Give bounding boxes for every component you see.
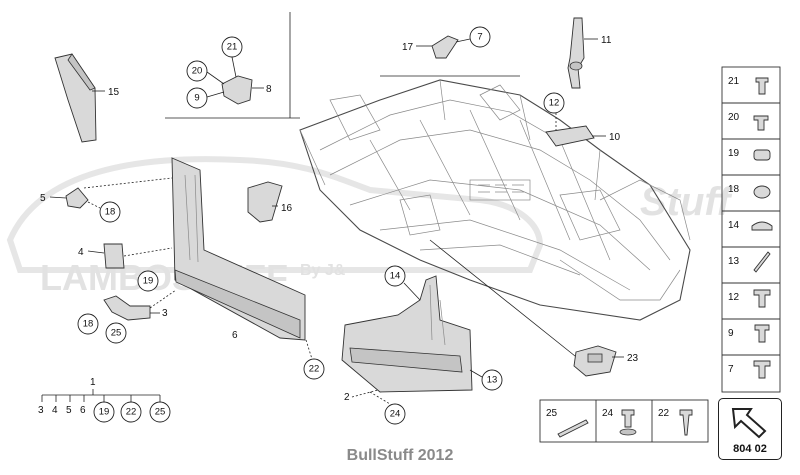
callout-17: 17 <box>402 42 414 53</box>
footer-credit: BullStuff 2012 <box>346 447 454 464</box>
group1-item-4: 4 <box>52 405 58 416</box>
legend-18: 18 <box>728 184 740 195</box>
legend-20: 20 <box>728 112 740 123</box>
fastener-18-icon <box>753 185 771 199</box>
callout-10: 10 <box>609 132 621 143</box>
callout-21: 21 <box>227 42 238 53</box>
callout-4: 4 <box>78 247 84 258</box>
callout-24: 24 <box>390 409 401 420</box>
callout-22: 22 <box>309 364 320 375</box>
fastener-21-icon <box>755 77 769 95</box>
legend-24: 24 <box>602 408 614 419</box>
callout-16: 16 <box>281 203 293 214</box>
fastener-20-icon <box>753 115 769 131</box>
stud-24-icon <box>621 409 635 428</box>
part-5 <box>65 187 89 209</box>
callout-9: 9 <box>194 93 199 104</box>
callout-11: 11 <box>601 35 612 46</box>
callout-18a: 18 <box>105 207 116 218</box>
nut-24-icon <box>619 428 637 436</box>
legend-25: 25 <box>546 408 558 419</box>
callout-15: 15 <box>108 87 120 98</box>
part-3 <box>103 295 151 321</box>
callout-18b: 18 <box>83 319 94 330</box>
part-4 <box>103 243 125 269</box>
part-17 <box>431 35 459 59</box>
legend-12: 12 <box>728 292 740 303</box>
watermark-script: Stuff <box>640 180 734 224</box>
group1-item-22: 22 <box>126 407 137 418</box>
callout-8: 8 <box>266 84 272 95</box>
callout-2: 2 <box>344 392 350 403</box>
part-6-sill <box>171 157 306 341</box>
part-16 <box>247 181 283 223</box>
legend-14: 14 <box>728 220 740 231</box>
fastener-13-icon <box>753 251 771 273</box>
fastener-19-icon <box>753 149 771 161</box>
legend-7: 7 <box>728 364 734 375</box>
callout-19: 19 <box>143 276 154 287</box>
fastener-7-icon <box>753 360 771 379</box>
callout-13: 13 <box>487 375 498 386</box>
page-badge: 804 02 <box>718 398 782 460</box>
legend-22: 22 <box>658 408 670 419</box>
part-10 <box>545 125 595 147</box>
fastener-legend: 21 20 19 18 14 13 12 9 7 <box>721 66 781 393</box>
legend-13: 13 <box>728 256 740 267</box>
group1-item-19: 19 <box>99 407 110 418</box>
callout-5: 5 <box>40 193 46 204</box>
part-23 <box>573 345 617 377</box>
page-badge-number: 804 02 <box>733 443 767 455</box>
group1-item-3: 3 <box>38 405 44 416</box>
callout-12: 12 <box>549 98 560 109</box>
part-11 <box>567 17 585 89</box>
bolt-22-icon <box>679 409 693 436</box>
rivet-25-icon <box>557 419 589 438</box>
arrow-icon <box>731 408 767 439</box>
callout-20: 20 <box>192 66 203 77</box>
legend-9: 9 <box>728 328 734 339</box>
watermark-by: By J& <box>300 262 346 279</box>
part-2-pillar <box>341 275 473 393</box>
chassis-frame <box>299 79 691 321</box>
group1-item-25: 25 <box>155 407 166 418</box>
group1-item-6: 6 <box>80 405 86 416</box>
legend-21: 21 <box>728 76 740 87</box>
part-15 <box>54 53 97 143</box>
callout-25: 25 <box>111 328 122 339</box>
watermark: LAMBOSTUFF By J& Stuff <box>6 156 734 298</box>
callout-23: 23 <box>627 353 639 364</box>
group-1-bracket: 1 3 4 5 6 19 22 25 <box>38 377 171 423</box>
callout-6: 6 <box>232 330 238 341</box>
fastener-12-icon <box>753 289 771 308</box>
callout-7: 7 <box>477 32 482 43</box>
callout-14: 14 <box>390 271 401 282</box>
callout-3: 3 <box>162 308 168 319</box>
callout-1: 1 <box>90 377 96 388</box>
group1-item-5: 5 <box>66 405 72 416</box>
fastener-14-icon <box>751 221 773 231</box>
fastener-9-icon <box>754 324 770 343</box>
bottom-legend: 25 24 22 <box>539 399 709 443</box>
legend-19: 19 <box>728 148 740 159</box>
group-divider-lines <box>165 12 520 119</box>
part-8 <box>221 75 253 105</box>
